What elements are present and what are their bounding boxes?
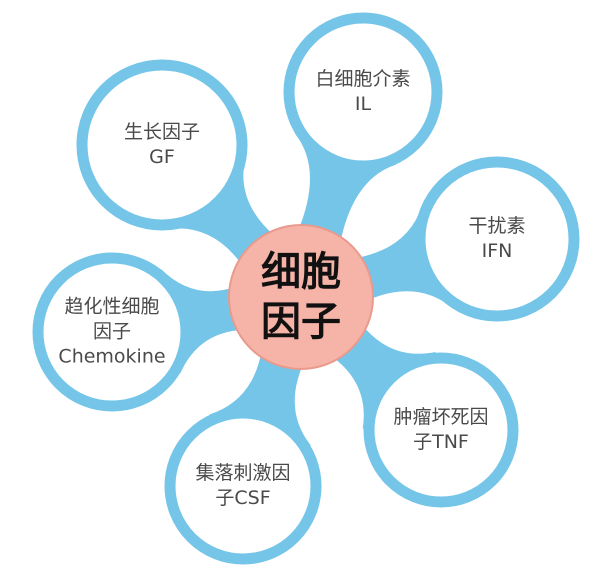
node-tnf-circle [363,352,519,508]
node-chemokine-line-2: 因子 [92,320,131,343]
node-gf-circle [76,59,248,231]
node-il-circle [283,12,443,172]
node-il-line-2: IL [354,93,372,115]
node-csf-circle [164,407,322,565]
center-label: 细胞 因子 [261,247,341,347]
center-node [228,224,374,370]
node-chemokine-label: 趋化性细胞 因子 Chemokine [58,295,165,370]
node-tnf-line-2: 子TNF [413,431,469,453]
node-gf-line-2: GF [149,146,175,168]
spoke-rings [32,12,580,565]
node-chemokine-line-3: Chemokine [58,345,166,368]
node-il-label: 白细胞介素 IL [315,67,410,117]
center-label-line-1: 细胞 [261,249,341,295]
node-ifn-line-2: IFN [481,240,513,262]
center-label-line-2: 因子 [261,299,341,345]
connector-tnf [330,323,436,429]
node-ifn-line-1: 干扰素 [468,215,526,237]
node-ifn-label: 干扰素 IFN [468,214,525,264]
node-il-line-1: 白细胞介素 [315,68,411,90]
node-chemokine-line-1: 趋化性细胞 [64,295,160,318]
node-tnf-line-1: 肿瘤坏死因 [393,406,489,428]
node-gf-label: 生长因子 GF [124,120,200,170]
node-ifn-circle [414,156,580,322]
connector-gf [166,157,276,267]
node-tnf-label: 肿瘤坏死因 子TNF [393,405,488,455]
node-csf-label: 集落刺激因 子CSF [195,461,290,511]
center-circle [228,224,374,370]
node-gf-line-1: 生长因子 [123,121,201,143]
node-chemokine-circle [32,252,192,412]
node-csf-line-2: 子CSF [215,487,271,509]
node-csf-line-1: 集落刺激因 [195,462,291,484]
